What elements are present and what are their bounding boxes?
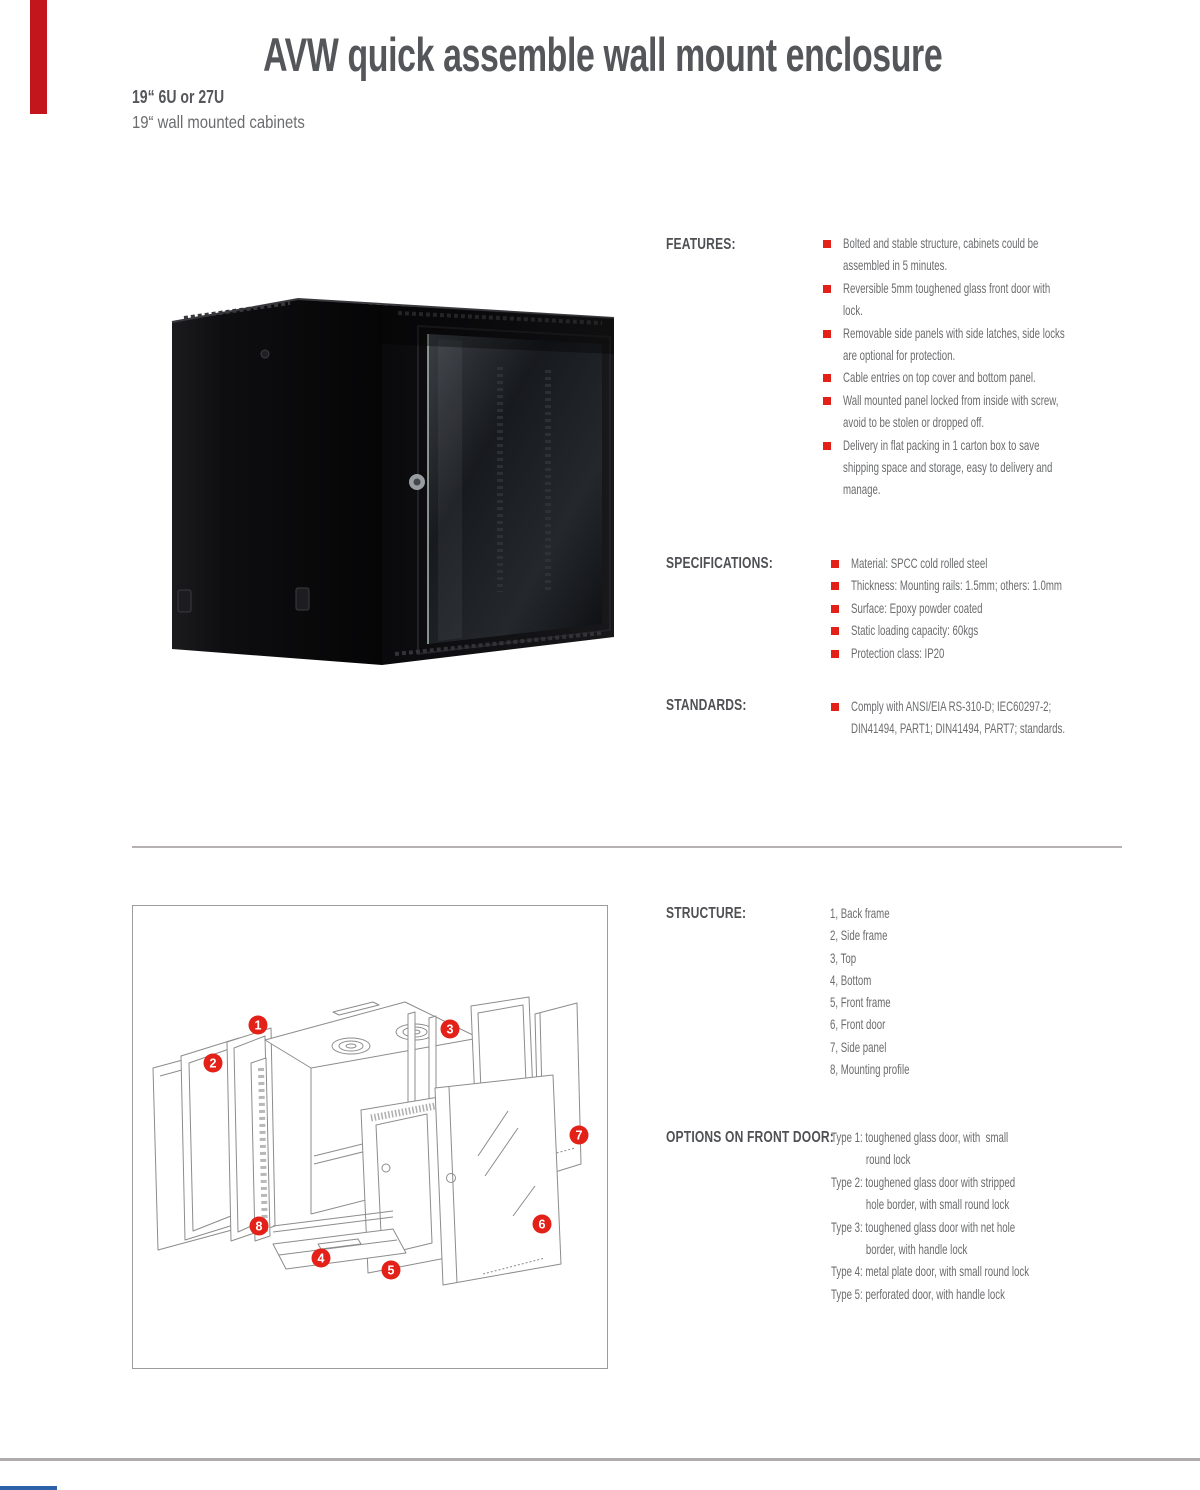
callout-number-6: 6	[539, 1218, 546, 1232]
bullet-icon	[823, 374, 831, 383]
top-vent-slots	[183, 301, 291, 320]
page-subtitle-bold: 19“ 6U or 27U	[132, 87, 225, 107]
callout-number-1: 1	[255, 1019, 262, 1033]
bullet-icon	[823, 441, 831, 450]
section-label-specifications: SPECIFICATIONS:	[666, 555, 773, 572]
callout-number-3: 3	[447, 1023, 454, 1037]
section-label-options: OPTIONS ON FRONT DOOR:	[666, 1129, 834, 1146]
page-edge-blue-line	[0, 1486, 57, 1490]
feature-item: Bolted and stable structure, cabinets co…	[823, 233, 1160, 278]
bullet-icon	[831, 560, 839, 568]
callout-circle-8	[249, 1216, 269, 1236]
callout-number-2: 2	[210, 1057, 217, 1071]
side-latch	[177, 589, 192, 613]
spec-item: Material: SPCC cold rolled steel	[831, 553, 1152, 575]
bullet-icon	[831, 627, 839, 636]
structure-list: 1, Back frame 2, Side frame 3, Top 4, Bo…	[830, 906, 910, 1078]
bullet-icon	[823, 396, 831, 405]
callout-circle-6	[532, 1214, 552, 1234]
spec-item: Protection class: IP20	[831, 643, 1152, 665]
cabinet-side-panel	[172, 299, 382, 665]
page-edge-red-tab	[30, 0, 47, 114]
callout-number-5: 5	[388, 1264, 395, 1278]
front-door-options-list: Type 1: toughened glass door, with small…	[831, 1130, 1030, 1302]
callout-number-7: 7	[576, 1129, 583, 1143]
part-bottom-panel	[272, 1228, 407, 1270]
bullet-icon	[823, 284, 831, 293]
bullet-icon	[831, 649, 839, 658]
spec-item: Static loading capacity: 60kgs	[831, 620, 1152, 642]
feature-item: Wall mounted panel locked from inside wi…	[823, 390, 1160, 435]
callout-circle-7	[569, 1125, 589, 1145]
exploded-view-drawing: 1 2 3 4 5 6 7 8	[152, 996, 589, 1286]
section-divider	[132, 846, 1122, 848]
section-label-structure: STRUCTURE:	[666, 905, 747, 922]
bullet-icon	[831, 604, 839, 613]
spec-item: Thickness: Mounting rails: 1.5mm; others…	[831, 575, 1152, 597]
callout-circle-4	[311, 1248, 331, 1268]
page-title: AVW quick assemble wall mount enclosure	[263, 28, 943, 81]
standards-list: Comply with ANSI/EIA RS-310-D; IEC60297-…	[831, 696, 1157, 741]
bullet-icon	[823, 240, 831, 248]
specifications-list: Material: SPCC cold rolled steel Thickne…	[831, 553, 1152, 665]
callout-circle-5	[381, 1260, 401, 1280]
callout-circle-2	[203, 1053, 223, 1073]
bullet-icon	[823, 329, 831, 338]
feature-item: Reversible 5mm toughened glass front doo…	[823, 278, 1160, 323]
bullet-icon	[831, 703, 839, 711]
heading-block: AVW quick assemble wall mount enclosure	[131, 30, 1074, 80]
feature-item: Cable entries on top cover and bottom pa…	[823, 367, 1160, 389]
callout-circle-3	[440, 1019, 460, 1039]
bullet-icon	[831, 582, 839, 591]
structure-diagram-box: 1 2 3 4 5 6 7 8	[132, 905, 608, 1369]
callout-number-4: 4	[318, 1252, 325, 1266]
glass-door	[428, 334, 602, 644]
feature-item: Removable side panels with side latches,…	[823, 323, 1160, 368]
part-front-door	[434, 1074, 562, 1286]
standard-item: Comply with ANSI/EIA RS-310-D; IEC60297-…	[831, 696, 1157, 741]
section-label-standards: STANDARDS:	[666, 697, 747, 714]
section-label-features: FEATURES:	[666, 236, 736, 253]
page-footer-line	[0, 1458, 1200, 1461]
feature-item: Delivery in flat packing in 1 carton box…	[823, 435, 1160, 502]
callout-number-8: 8	[256, 1220, 263, 1234]
page-subtitle-light: 19“ wall mounted cabinets	[132, 112, 305, 132]
product-photo	[171, 297, 615, 665]
callout-circle-1	[248, 1015, 268, 1035]
side-latch	[295, 587, 310, 611]
features-list: Bolted and stable structure, cabinets co…	[823, 233, 1160, 502]
spec-item: Surface: Epoxy powder coated	[831, 598, 1152, 620]
